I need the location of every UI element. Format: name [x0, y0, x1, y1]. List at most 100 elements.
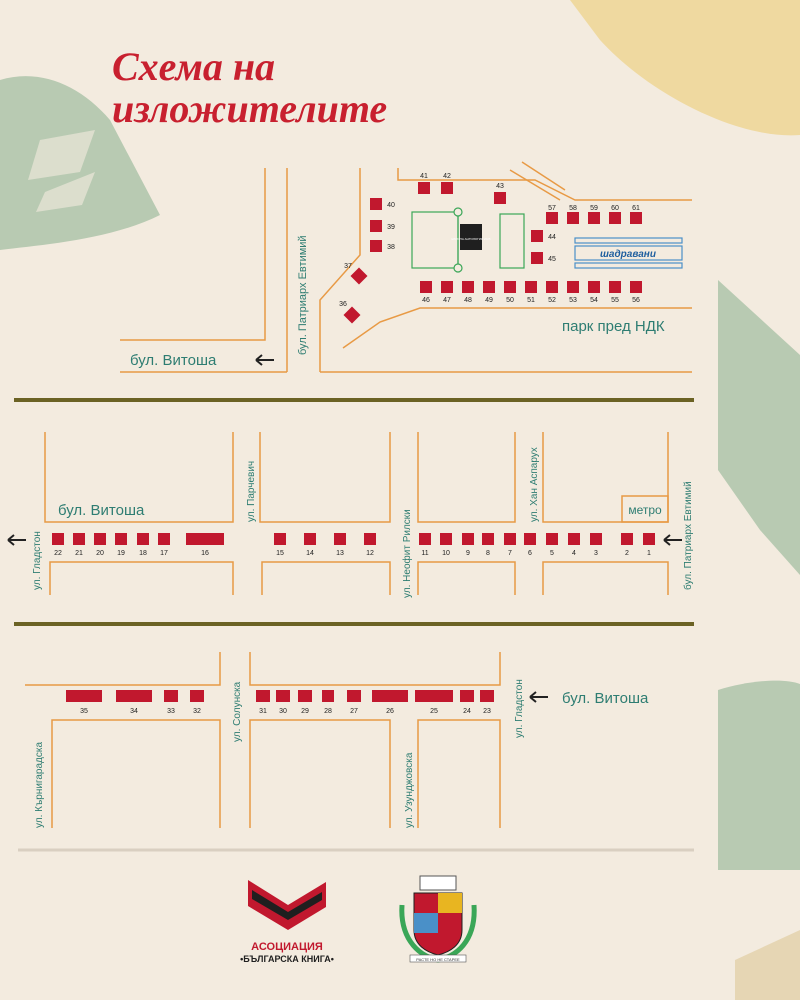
park-node [453, 263, 463, 273]
stand-label-4: 4 [572, 550, 576, 557]
stand-11 [419, 533, 431, 545]
stand-9 [462, 533, 474, 545]
stand-24 [460, 690, 474, 702]
stand-label-30: 30 [279, 708, 287, 715]
street-line [25, 652, 501, 686]
stand-label-1: 1 [647, 550, 651, 557]
coat-motto: РАСТЕ НО НЕ СТАРЕЕ [416, 957, 460, 962]
decor-green-right-shape [718, 280, 800, 575]
stand-12 [364, 533, 376, 545]
stand-label-12: 12 [366, 550, 374, 557]
stand-30 [276, 690, 290, 702]
street-vitosha-label-s3: бул. Витоша [562, 690, 649, 707]
stand-55 [609, 281, 621, 293]
chevron-logo-icon-dark [252, 890, 322, 920]
stand-57 [546, 212, 558, 224]
stand-52 [546, 281, 558, 293]
title-line-1: Схема на [112, 44, 276, 89]
stand-label-22: 22 [54, 550, 62, 557]
stand-4 [568, 533, 580, 545]
coat-quadrant [438, 893, 462, 913]
stand-label-39: 39 [387, 224, 395, 231]
fountain-bar [574, 237, 683, 244]
street-vitosha-label-s2: бул. Витоша [58, 502, 145, 519]
stand-label-49: 49 [485, 297, 493, 304]
stand-35 [66, 690, 102, 702]
stand-58 [567, 212, 579, 224]
metro-box [621, 495, 669, 523]
decor-cream-patch-2 [36, 172, 95, 212]
stand-42 [441, 182, 453, 194]
stand-36 [343, 306, 361, 324]
stand-33 [164, 690, 178, 702]
stand-label-28: 28 [324, 708, 332, 715]
stand-39 [370, 220, 382, 232]
stand-label-43: 43 [496, 183, 504, 190]
street-krakra-label: ул. Кърнигарадска [34, 742, 45, 828]
stand-label-55: 55 [611, 297, 619, 304]
stand-label-9: 9 [466, 550, 470, 557]
sofia-coat-of-arms-icon: РАСТЕ НО НЕ СТАРЕЕ [399, 875, 477, 963]
stand-label-3: 3 [594, 550, 598, 557]
stand-label-60: 60 [611, 205, 619, 212]
center-sign-text: ЕВРОПА АНТОЛОГИЯ 2025 [451, 237, 491, 241]
fountain-bar [574, 245, 683, 261]
stand-19 [115, 533, 127, 545]
stand-29 [298, 690, 312, 702]
stand-label-42: 42 [443, 173, 451, 180]
stand-18 [137, 533, 149, 545]
stand-label-46: 46 [422, 297, 430, 304]
stand-2 [621, 533, 633, 545]
stand-14 [304, 533, 316, 545]
stand-label-20: 20 [96, 550, 104, 557]
stand-5 [546, 533, 558, 545]
decor-yellow-shape [570, 0, 800, 136]
stand-49 [483, 281, 495, 293]
stand-47 [441, 281, 453, 293]
metro-label: метро [628, 503, 662, 517]
stand-label-45: 45 [548, 256, 556, 263]
stand-label-29: 29 [301, 708, 309, 715]
stand-label-11: 11 [421, 550, 428, 557]
stand-45 [531, 252, 543, 264]
stand-16 [186, 533, 224, 545]
stand-1 [643, 533, 655, 545]
stand-53 [567, 281, 579, 293]
stand-3 [590, 533, 602, 545]
stand-label-35: 35 [80, 708, 88, 715]
page-title: Схема на изложителите [112, 46, 387, 130]
stand-label-37: 37 [344, 263, 352, 270]
stand-46 [420, 281, 432, 293]
stand-label-17: 17 [160, 550, 168, 557]
stand-21 [73, 533, 85, 545]
arrow-left-icon [255, 354, 274, 366]
stand-label-2: 2 [625, 550, 629, 557]
street-line [509, 161, 566, 201]
stand-label-59: 59 [590, 205, 598, 212]
stand-label-61: 61 [632, 205, 640, 212]
stand-6 [524, 533, 536, 545]
stand-20 [94, 533, 106, 545]
stand-label-15: 15 [276, 550, 284, 557]
stand-43 [494, 192, 506, 204]
stand-label-44: 44 [548, 234, 556, 241]
stand-label-23: 23 [483, 708, 491, 715]
stand-label-8: 8 [486, 550, 490, 557]
stand-label-57: 57 [548, 205, 556, 212]
street-solunska-label: ул. Солунска [232, 681, 243, 742]
stand-label-24: 24 [463, 708, 471, 715]
coat-crown [419, 875, 457, 891]
stand-label-52: 52 [548, 297, 556, 304]
stand-label-47: 47 [443, 297, 451, 304]
stand-23 [480, 690, 494, 702]
stand-label-26: 26 [386, 708, 394, 715]
stand-50 [504, 281, 516, 293]
stand-label-13: 13 [336, 550, 344, 557]
decor-green-bottom-shape [718, 680, 800, 870]
stand-38 [370, 240, 382, 252]
stand-label-5: 5 [550, 550, 554, 557]
